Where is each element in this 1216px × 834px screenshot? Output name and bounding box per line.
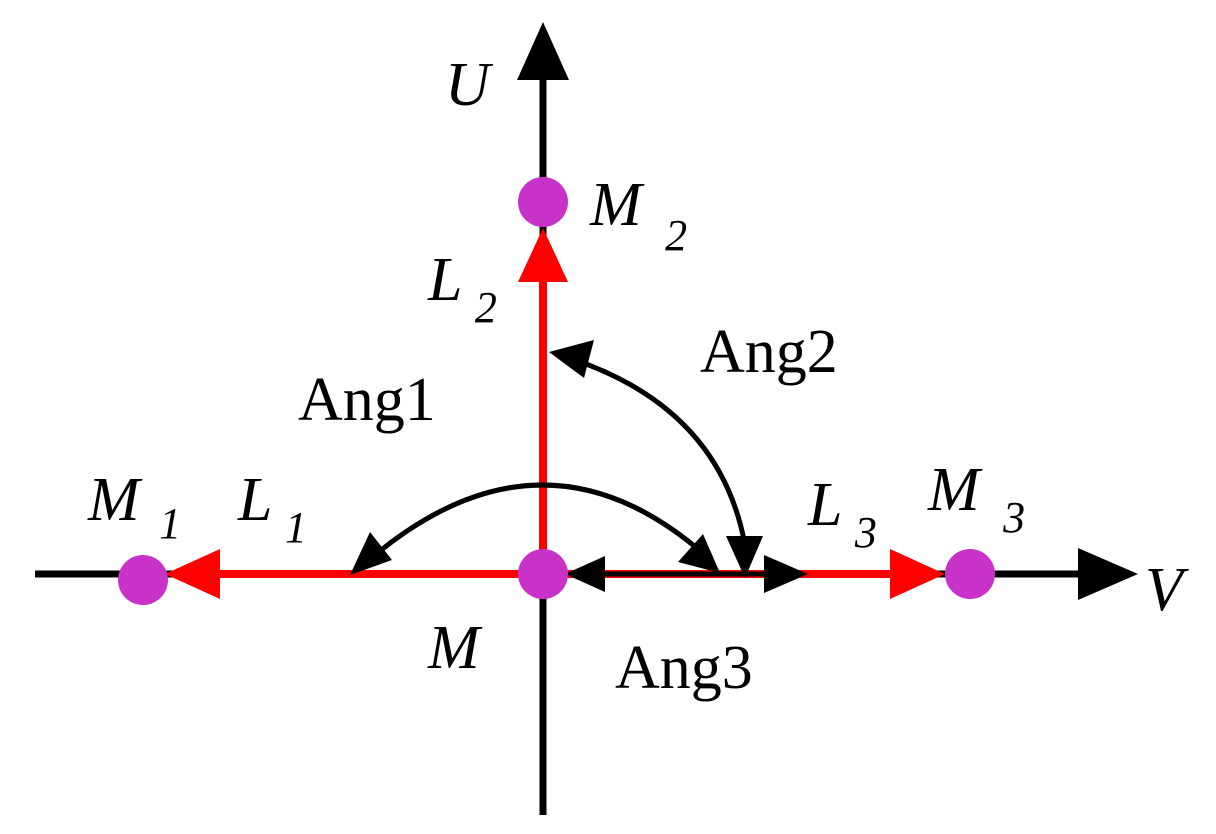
m3-label: M 3 [927,456,1025,542]
vector-l1-arrowhead [165,549,220,599]
point-m-origin [518,549,568,599]
origin-label: M [427,614,483,682]
m1-label-sub: 1 [159,499,181,548]
u-axis-arrowhead [517,22,569,80]
ang2-label: Ang2 [700,318,838,386]
l1-label-sub: 1 [285,503,307,552]
m2-label-sub: 2 [665,211,687,260]
l2-label: L 2 [427,246,497,332]
v-axis-arrowhead [1078,548,1138,600]
point-m2 [518,177,568,227]
l3-label-base: L [807,471,841,539]
ang1-arc [373,482,707,557]
l3-label-sub: 3 [854,508,877,557]
ang1-arrowhead-right [678,534,720,573]
u-axis-label: U [445,51,494,119]
l2-label-base: L [427,246,461,314]
angle-arcs [350,340,808,593]
labels: U V M 2 L 2 Ang2 Ang1 M 1 L 1 L 3 M 3 M [87,51,1189,702]
l1-label: L 1 [237,466,307,552]
m1-label: M 1 [87,466,181,548]
axes [35,22,1138,815]
v-axis-label: V [1145,556,1189,624]
m3-label-sub: 3 [1002,493,1025,542]
vector-l3-arrowhead [890,549,945,599]
ang2-arrowhead-top [549,340,594,378]
m3-label-base: M [927,456,983,524]
ang2-arrowhead-bottom [726,536,763,578]
ang3-label: Ang3 [615,634,753,702]
point-m3 [945,549,995,599]
ang3-arrowhead-left [565,556,605,592]
l3-label: L 3 [807,471,877,557]
l1-label-base: L [237,466,271,534]
m1-label-base: M [87,466,143,534]
ang1-label: Ang1 [298,366,436,434]
vectors [165,228,945,599]
m2-label-base: M [589,171,645,239]
point-m1 [118,555,168,605]
ang2-arc [574,357,748,546]
m2-label: M 2 [589,171,687,260]
ang3-arrowhead-right [764,555,808,593]
ang1-arrowhead-left [350,532,392,575]
l2-label-sub: 2 [475,283,497,332]
vector-l2-arrowhead [518,228,568,282]
points [118,177,995,605]
